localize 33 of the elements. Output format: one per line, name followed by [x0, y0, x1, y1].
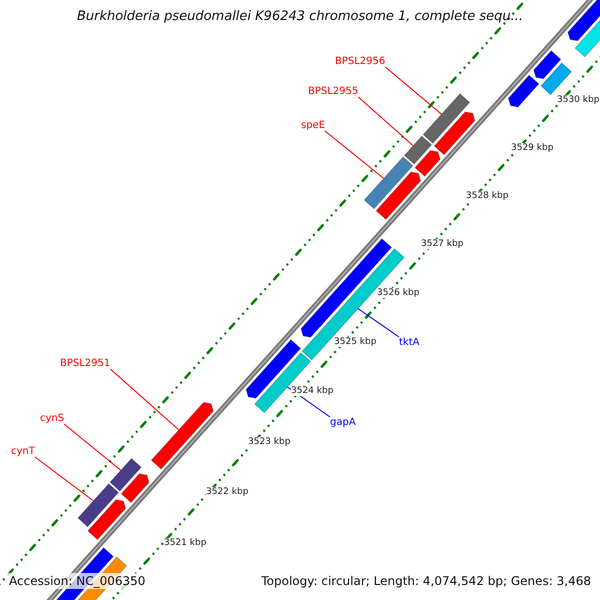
leader-line — [384, 66, 442, 115]
gene-segment — [364, 156, 414, 210]
gene-segment — [404, 136, 432, 165]
leader-line — [34, 456, 94, 502]
scale-label: 3530 kbp — [557, 95, 600, 105]
gene-segment — [150, 402, 214, 470]
leader-line — [358, 96, 414, 146]
gene-label: cynT — [11, 446, 35, 457]
scale-label: 3525 kbp — [334, 337, 376, 347]
gene-label: tktA — [399, 337, 420, 348]
scale-label: 3524 kbp — [291, 386, 334, 396]
leader-line — [110, 368, 180, 430]
scale-label: 3527 kbp — [421, 239, 464, 249]
gene-segment — [422, 93, 470, 144]
scale-label: 3528 kbp — [466, 191, 508, 201]
gene-segment — [77, 483, 119, 528]
scale-label: 3521 kbp — [164, 538, 206, 548]
gene-label: BPSL2956 — [335, 56, 386, 67]
gene-label: speE — [301, 120, 326, 131]
leader-line — [324, 130, 384, 179]
gene-label: BPSL2955 — [308, 86, 358, 97]
scale-label: 3522 kbp — [206, 487, 248, 497]
gene-segment — [254, 352, 312, 414]
scale-label: 3526 kbp — [377, 288, 420, 298]
gene-label: BPSL2951 — [60, 358, 110, 369]
map-title: Burkholderia pseudomallei K96243 chromosome 1, complete sequ... — [76, 9, 524, 24]
leader-line — [64, 424, 122, 471]
scale-label: 3529 kbp — [511, 143, 554, 153]
leader-line — [358, 308, 400, 338]
gene-label: gapA — [330, 417, 356, 428]
gene-label: cynS — [40, 413, 64, 424]
gene-segment — [110, 458, 142, 492]
scale-label: 3523 kbp — [248, 437, 290, 447]
